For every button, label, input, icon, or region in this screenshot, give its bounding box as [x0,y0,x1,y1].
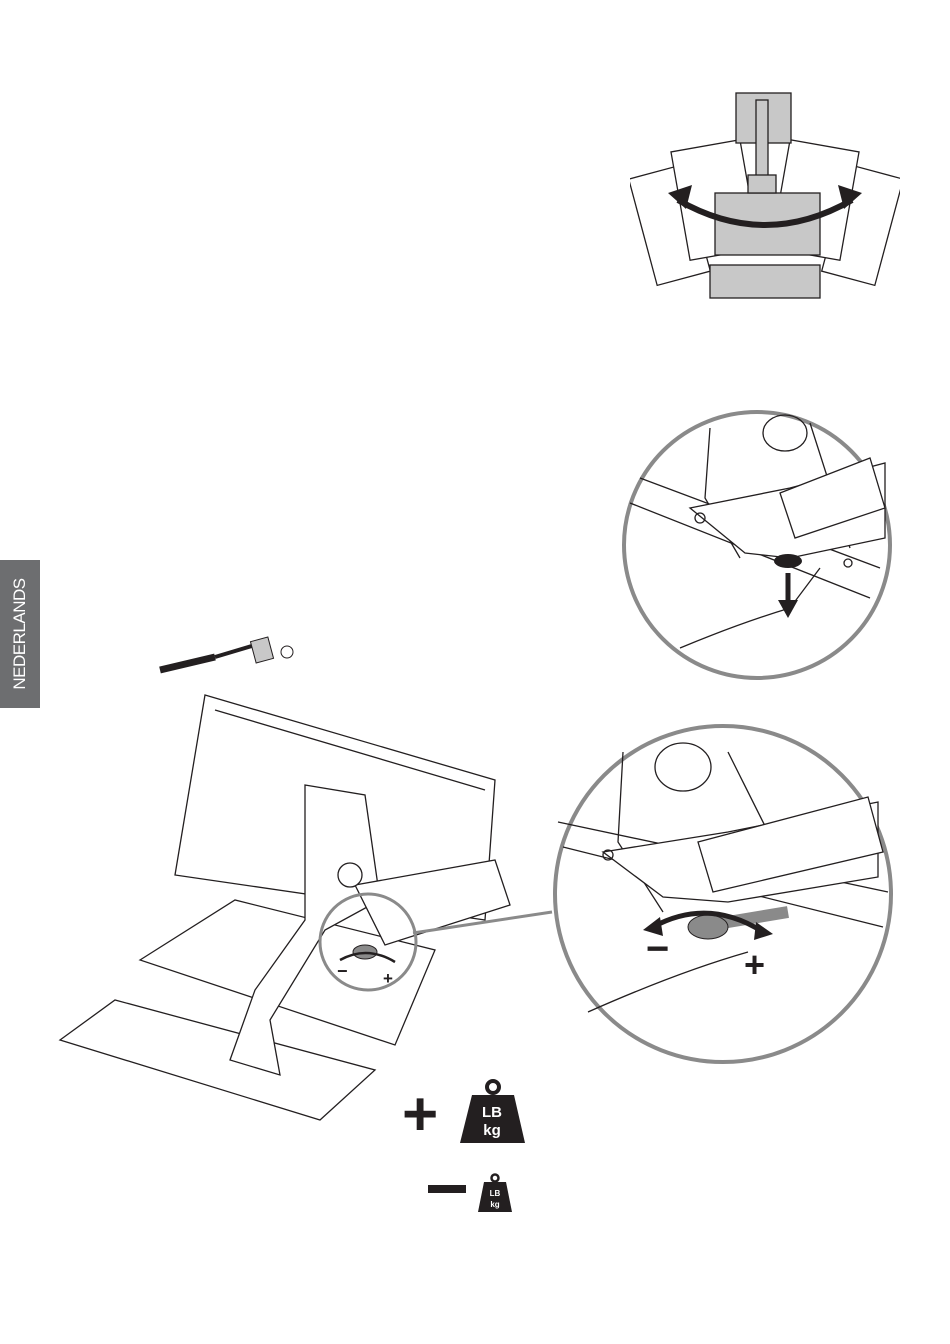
svg-text:LB: LB [482,1104,502,1121]
svg-text:kg: kg [483,1122,501,1139]
language-label: NEDERLANDS [10,578,29,690]
language-tab: NEDERLANDS [0,560,40,708]
minus-label-small: − [337,961,348,981]
plus-label-small: + [383,969,393,988]
plus-label: + [744,944,765,985]
svg-text:−: − [400,1075,401,1076]
monitor-stand-illustration: − + [58,694,553,1121]
add-weight-icon: + LB kg [402,1079,525,1149]
detail-adjust-illustration: − + [553,724,893,1064]
wrench-tool-icon [159,636,294,674]
weight-icons: + LB kg − LB kg [400,1075,525,1212]
svg-text:+: + [402,1080,438,1149]
detail-release-illustration [622,410,892,680]
swivel-illustration [630,92,900,299]
minus-label: − [646,927,669,971]
svg-text:LB: LB [490,1189,501,1198]
remove-weight-icon: − LB kg [400,1075,512,1212]
svg-text:kg: kg [490,1200,499,1209]
